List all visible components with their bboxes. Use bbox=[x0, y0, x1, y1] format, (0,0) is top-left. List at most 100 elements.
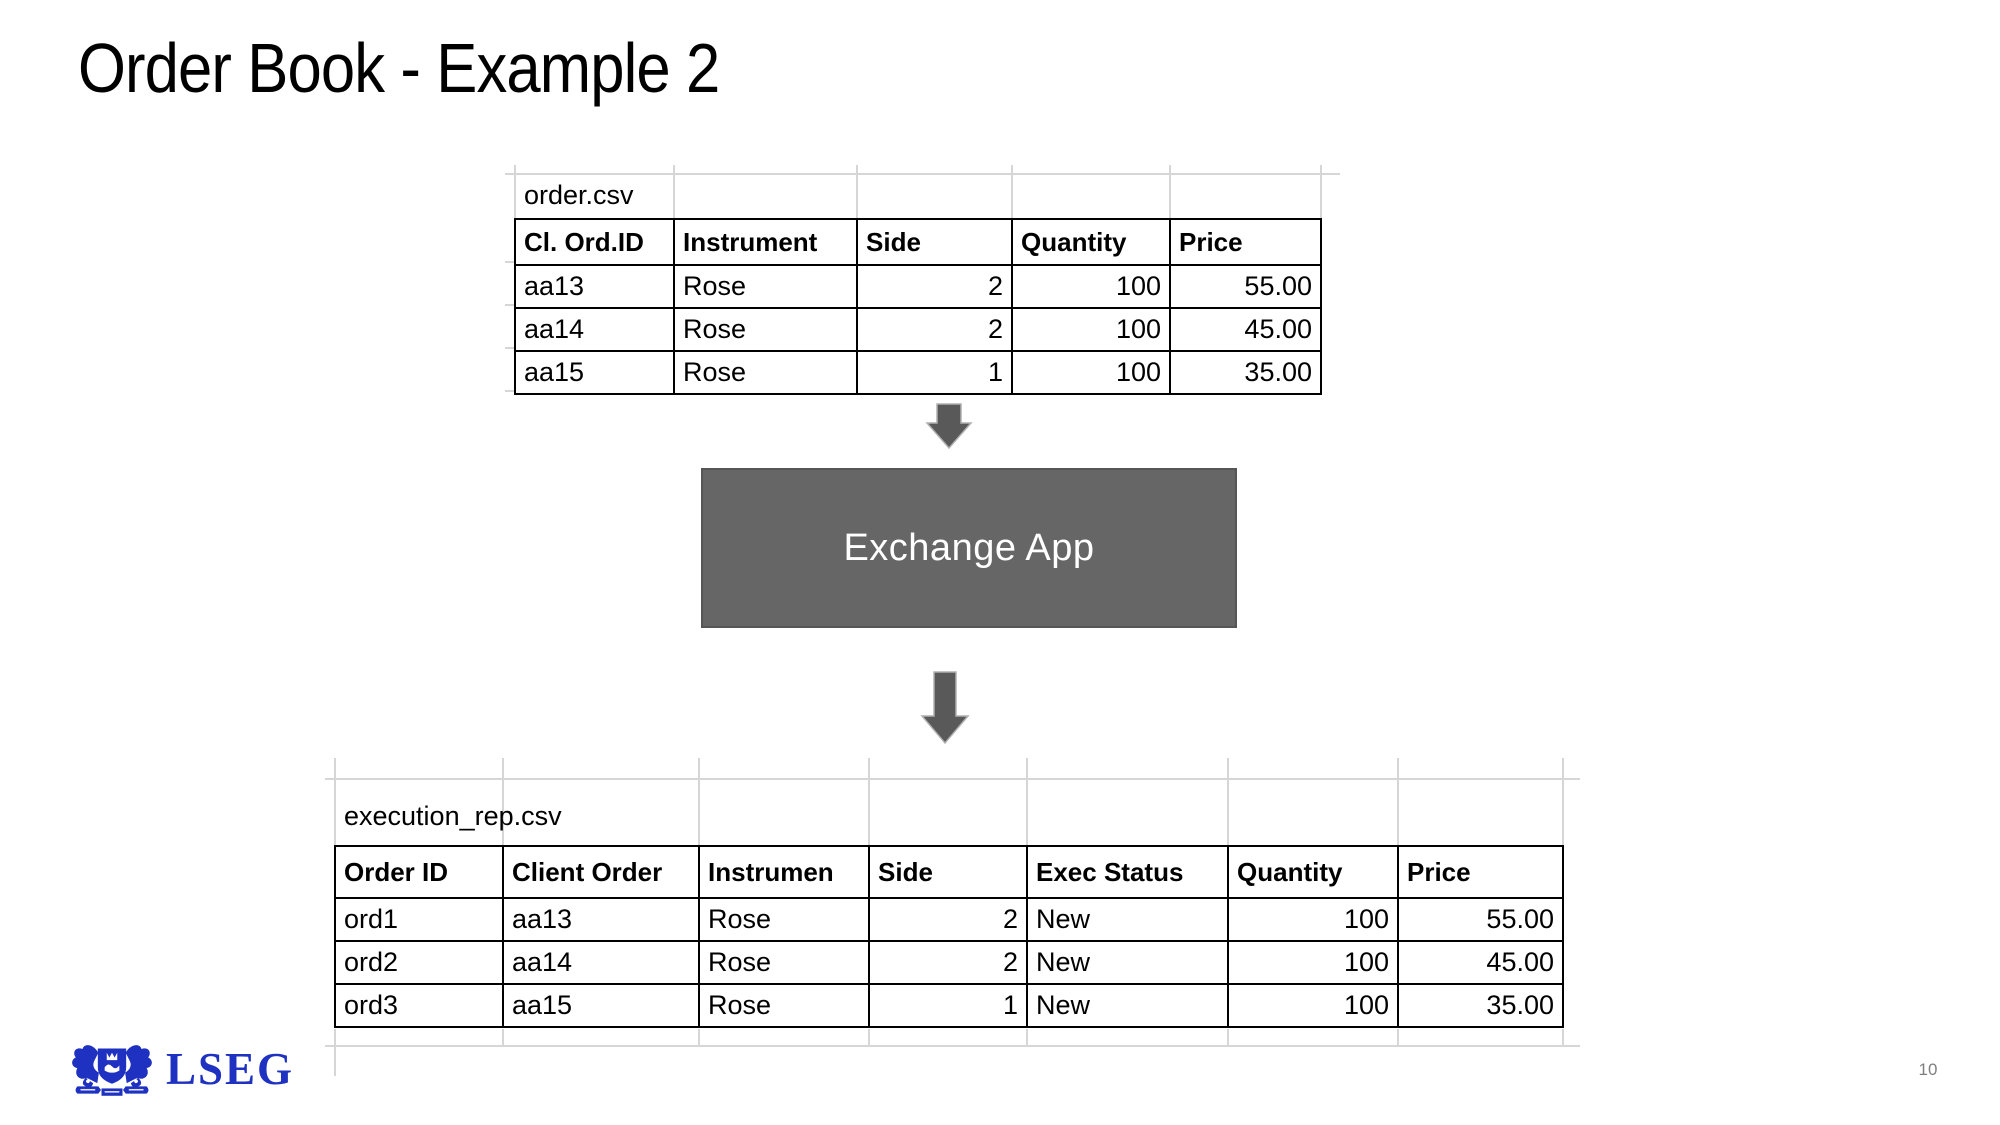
order-file-label: order.csv bbox=[524, 180, 634, 210]
table-cell: aa15 bbox=[514, 350, 675, 395]
exchange-app-label: Exchange App bbox=[843, 526, 1095, 569]
column-header: Price bbox=[1397, 845, 1564, 899]
gridline bbox=[505, 173, 1340, 175]
table-cell: 100 bbox=[1227, 940, 1399, 985]
table-cell: 2 bbox=[868, 940, 1028, 985]
table-cell: 100 bbox=[1227, 897, 1399, 942]
gridline bbox=[505, 390, 514, 392]
table-cell: Rose bbox=[673, 264, 858, 309]
down-arrow-icon bbox=[920, 671, 970, 745]
table-cell: 35.00 bbox=[1169, 350, 1322, 395]
page-number: 10 bbox=[1918, 1060, 1938, 1079]
table-cell: New bbox=[1026, 897, 1229, 942]
table-cell: Rose bbox=[698, 983, 870, 1028]
gridline bbox=[1026, 758, 1028, 845]
table-cell: Rose bbox=[673, 350, 858, 395]
column-header: Instrument bbox=[673, 218, 858, 266]
column-header: Quantity bbox=[1227, 845, 1399, 899]
gridline bbox=[1562, 758, 1564, 845]
gridline bbox=[1397, 758, 1399, 845]
gridline bbox=[1169, 165, 1171, 218]
gridline bbox=[334, 1029, 336, 1076]
table-cell: ord2 bbox=[334, 940, 504, 985]
table-cell: aa14 bbox=[502, 940, 700, 985]
lseg-wordmark: LSEG bbox=[166, 1044, 295, 1094]
table-cell: 45.00 bbox=[1169, 307, 1322, 352]
gridline bbox=[1397, 1029, 1399, 1045]
table-cell: 1 bbox=[868, 983, 1028, 1028]
gridline bbox=[1227, 1029, 1229, 1045]
table-cell: Rose bbox=[673, 307, 858, 352]
gridline bbox=[1026, 1029, 1028, 1045]
column-header: Side bbox=[856, 218, 1013, 266]
gridline bbox=[868, 758, 870, 845]
down-arrow-icon bbox=[925, 403, 973, 449]
gridline bbox=[502, 1029, 504, 1045]
gridline bbox=[698, 758, 700, 845]
lseg-crest-icon bbox=[72, 1045, 152, 1096]
column-header: Client Order bbox=[502, 845, 700, 899]
gridline bbox=[514, 165, 516, 218]
table-cell: ord1 bbox=[334, 897, 504, 942]
table-cell: 2 bbox=[868, 897, 1028, 942]
table-cell: New bbox=[1026, 983, 1229, 1028]
gridline bbox=[505, 304, 514, 306]
gridline bbox=[334, 758, 336, 845]
table-cell: 2 bbox=[856, 264, 1013, 309]
table-cell: 35.00 bbox=[1397, 983, 1564, 1028]
gridline bbox=[1562, 1029, 1564, 1045]
execution-file-label: execution_rep.csv bbox=[344, 801, 562, 831]
column-header: Exec Status bbox=[1026, 845, 1229, 899]
gridline bbox=[325, 778, 1580, 780]
column-header: Price bbox=[1169, 218, 1322, 266]
column-header: Instrumen bbox=[698, 845, 870, 899]
gridline bbox=[856, 165, 858, 218]
table-cell: 1 bbox=[856, 350, 1013, 395]
column-header: Order ID bbox=[334, 845, 504, 899]
column-header: Cl. Ord.ID bbox=[514, 218, 675, 266]
gridline bbox=[325, 1045, 1580, 1047]
column-header: Side bbox=[868, 845, 1028, 899]
gridline bbox=[698, 1029, 700, 1045]
gridline bbox=[1011, 165, 1013, 218]
table-cell: 45.00 bbox=[1397, 940, 1564, 985]
table-cell: Rose bbox=[698, 897, 870, 942]
table-cell: aa13 bbox=[514, 264, 675, 309]
table-cell: 100 bbox=[1011, 350, 1171, 395]
table-cell: 100 bbox=[1011, 307, 1171, 352]
gridline bbox=[505, 347, 514, 349]
table-cell: ord3 bbox=[334, 983, 504, 1028]
table-cell: aa13 bbox=[502, 897, 700, 942]
gridline bbox=[1227, 758, 1229, 845]
table-cell: 100 bbox=[1011, 264, 1171, 309]
table-cell: 100 bbox=[1227, 983, 1399, 1028]
table-cell: 55.00 bbox=[1397, 897, 1564, 942]
table-cell: 55.00 bbox=[1169, 264, 1322, 309]
column-header: Quantity bbox=[1011, 218, 1171, 266]
gridline bbox=[868, 1029, 870, 1045]
gridline bbox=[1320, 165, 1322, 218]
page-title: Order Book - Example 2 bbox=[78, 29, 720, 107]
table-cell: aa15 bbox=[502, 983, 700, 1028]
table-cell: New bbox=[1026, 940, 1229, 985]
table-cell: Rose bbox=[698, 940, 870, 985]
table-cell: aa14 bbox=[514, 307, 675, 352]
gridline bbox=[505, 261, 514, 263]
lseg-logo: LSEG bbox=[70, 1040, 294, 1098]
exchange-app-box: Exchange App bbox=[701, 468, 1237, 628]
gridline bbox=[673, 165, 675, 218]
table-cell: 2 bbox=[856, 307, 1013, 352]
gridline bbox=[502, 758, 504, 845]
